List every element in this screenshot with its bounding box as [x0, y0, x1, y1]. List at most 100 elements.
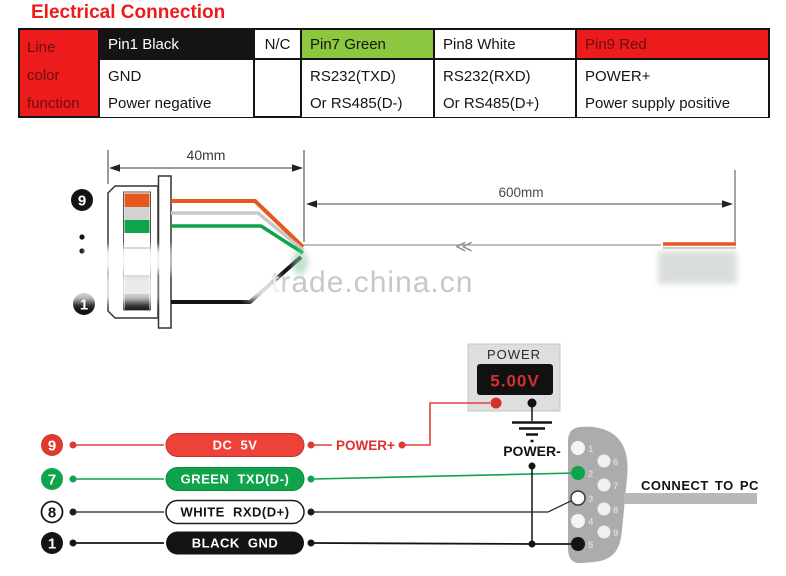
pin9-disc: [71, 189, 93, 211]
power-minus-label: POWER-: [503, 443, 561, 459]
pin-table-row-label: Line color function: [20, 30, 100, 116]
page-title: Electrical Connection: [31, 2, 226, 23]
row8-pill: [165, 499, 305, 525]
smudge-green: [292, 249, 308, 275]
col-header: Pin9 Red: [577, 30, 768, 60]
smudge-white: [246, 276, 280, 300]
db9-pin-number: 1: [588, 444, 594, 455]
row9-disc-label: 9: [48, 438, 56, 455]
row-label-line: function: [27, 95, 80, 112]
col-header: Pin8 White: [435, 30, 575, 60]
cell-line: GND: [108, 68, 142, 85]
meter-label: POWER: [487, 347, 541, 362]
row1-disc: [41, 532, 63, 554]
col-body: GND Power negative: [100, 60, 253, 117]
pin9-disc-label: 9: [78, 193, 86, 210]
col-header: N/C: [255, 30, 300, 60]
wire-dot: [307, 475, 315, 483]
power-plus-wire: [402, 402, 490, 446]
db9-pin-number: 5: [588, 540, 594, 551]
db9-connector: [568, 426, 628, 564]
col-body: POWER+ Power supply positive: [577, 60, 768, 117]
wire-block-green: [124, 220, 150, 233]
arrowhead-right: [722, 200, 733, 208]
ground-symbol: [512, 403, 552, 443]
db9-pin-8: [597, 502, 611, 516]
row8-disc-label: 8: [48, 505, 56, 522]
cell-line: Power negative: [108, 95, 212, 112]
table-col-pin1: Pin1 Black GND Power negative: [100, 30, 255, 117]
db9-pin-number: 6: [613, 457, 618, 468]
hookup-schematic: POWER 5.00V POWER- CONNECT TO PC: [40, 343, 759, 564]
db9-pin-4: [571, 514, 585, 528]
wire-row-9: 9 DC 5V POWER+: [41, 433, 406, 457]
db9-pin-number: 3: [588, 494, 593, 505]
db9-pin-6: [597, 454, 611, 468]
meter-display: [477, 364, 553, 395]
cable-end-shadow: [658, 251, 737, 284]
wire-row-7: 7 GREEN TXD(D-): [41, 467, 315, 491]
wire-dot: [69, 539, 77, 547]
wire-dot: [307, 441, 315, 449]
wire-dot: [69, 475, 77, 483]
row9-pill: [165, 433, 305, 457]
wire-dot: [398, 441, 406, 449]
wire-block-silver: [124, 207, 150, 220]
row9-pill-label: DC 5V: [213, 438, 258, 453]
wire-row-1: 1 BLACK GND: [41, 531, 315, 555]
table-col-pin8: Pin8 White RS232(RXD) Or RS485(D+): [435, 30, 577, 117]
dim-40mm-label: 40mm: [187, 147, 226, 163]
row7-pill-label: GREEN TXD(D-): [181, 472, 290, 487]
meter-terminal-positive: [490, 397, 502, 409]
pin1-disc-label: 1: [80, 297, 88, 314]
smudge-white: [26, 274, 158, 302]
cell-line: RS232(RXD): [443, 68, 531, 85]
db9-pin-1: [571, 441, 585, 455]
pc-cable: [624, 493, 757, 504]
cell-line: Power supply positive: [585, 95, 731, 112]
col-body: [255, 60, 300, 116]
wire-dot: [69, 441, 77, 449]
cell-line: POWER+: [585, 68, 651, 85]
db9-pin-number: 2: [588, 469, 593, 480]
db9-pin-3: [570, 490, 586, 506]
table-col-pin9: Pin9 Red POWER+ Power supply positive: [577, 30, 768, 117]
row1-pill: [166, 531, 304, 555]
wire-block-orange: [124, 193, 150, 207]
junction-dot: [528, 462, 536, 470]
col-header: Pin7 Green: [302, 30, 433, 60]
cable-drawing: 9 1 ≪: [26, 147, 737, 329]
db9-pin-number: 4: [588, 517, 594, 528]
pin-dot: [79, 248, 85, 254]
white-signal-wire: [314, 498, 576, 513]
col-body: RS232(TXD) Or RS485(D-): [302, 60, 433, 117]
db9-pin-number: 9: [613, 528, 618, 539]
cell-line: Or RS485(D-): [310, 95, 403, 112]
row-label-line: Line: [27, 39, 56, 56]
table-col-pin7: Pin7 Green RS232(TXD) Or RS485(D-): [302, 30, 435, 117]
wire-dot: [307, 539, 315, 547]
col-header: Pin1 Black: [100, 30, 253, 60]
meter-reading: 5.00V: [490, 372, 539, 391]
dimension-600mm: [308, 170, 736, 242]
wire-dot: [69, 508, 77, 516]
cell-line: Or RS485(D+): [443, 95, 540, 112]
green-wire: [171, 224, 304, 255]
db9-pin-7: [597, 478, 611, 492]
pin-dot: [79, 234, 85, 240]
connect-to-pc-label: CONNECT TO PC: [641, 478, 759, 493]
row1-disc-label: 1: [48, 536, 56, 553]
black-wire: [171, 255, 303, 304]
junction-dot: [528, 540, 536, 548]
row7-disc: [41, 468, 63, 490]
black-ground-wire: [313, 542, 577, 545]
table-col-nc: N/C: [255, 30, 302, 116]
dimension-40mm: [107, 150, 305, 242]
arrowhead-left: [109, 164, 120, 172]
power-meter: POWER 5.00V: [467, 343, 561, 412]
db9-pin-number: 7: [613, 481, 618, 492]
row8-disc: [40, 500, 64, 524]
arrowhead-left: [306, 200, 317, 208]
